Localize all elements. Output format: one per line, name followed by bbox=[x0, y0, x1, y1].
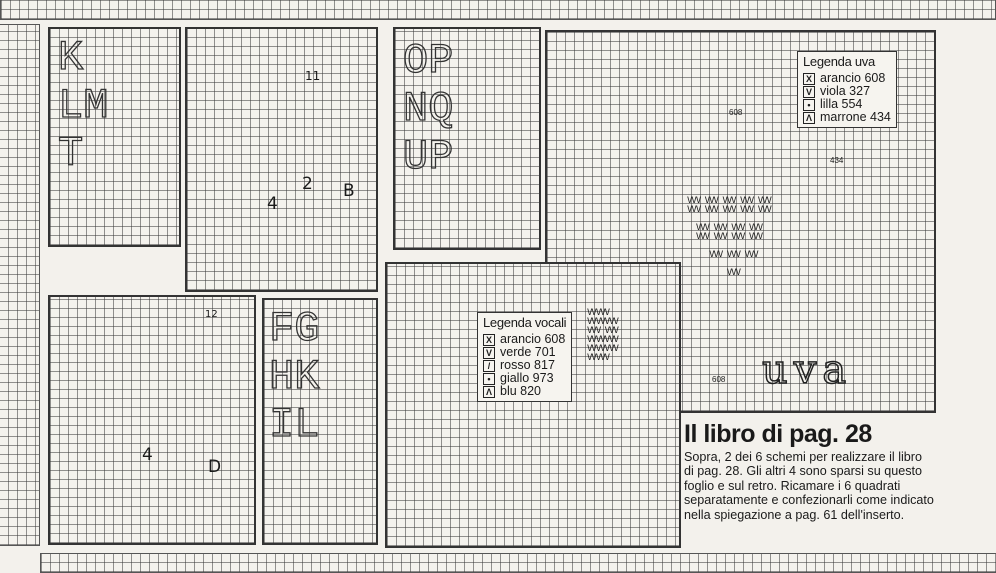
panel-b-label: B bbox=[343, 181, 355, 201]
left-strip-chart bbox=[0, 24, 40, 546]
uva-word: uva bbox=[761, 346, 853, 394]
dot-symbol-icon: • bbox=[803, 98, 815, 111]
slash-symbol-icon: / bbox=[483, 359, 495, 372]
caption-title: Il libro di pag. 28 bbox=[684, 420, 872, 448]
panel-d-label: D bbox=[208, 457, 222, 477]
top-strip-chart bbox=[0, 0, 996, 20]
legend-label: arancio 608 bbox=[820, 71, 886, 85]
v-symbol-icon: V bbox=[803, 85, 815, 98]
stitch-number: 11 bbox=[305, 69, 321, 83]
lambda-symbol-icon: Λ bbox=[483, 385, 495, 398]
caption: Il libro di pag. 28 Sopra, 2 dei 6 schem… bbox=[684, 420, 934, 523]
annotation-608: 608 bbox=[729, 108, 743, 117]
legend-label: rosso 817 bbox=[500, 358, 555, 372]
v-symbol-icon: V bbox=[483, 346, 495, 359]
annotation-434: 434 bbox=[830, 156, 844, 165]
stitch-number: 2 bbox=[302, 174, 313, 194]
legend-label: lilla 554 bbox=[820, 97, 863, 111]
bottom-strip-chart bbox=[40, 553, 996, 573]
legend-item: • lilla 554 bbox=[803, 98, 891, 111]
legend-label: marrone 434 bbox=[820, 110, 891, 124]
legend-label: giallo 973 bbox=[500, 371, 554, 385]
legend-item: / rosso 817 bbox=[483, 359, 566, 372]
stitch-number: 4 bbox=[142, 445, 153, 465]
legend-label: viola 327 bbox=[820, 84, 871, 98]
chart-panel-d: D 12 4 bbox=[48, 295, 256, 545]
dot-symbol-icon: • bbox=[483, 372, 495, 385]
legend-label: blu 820 bbox=[500, 384, 542, 398]
legend-item: • giallo 973 bbox=[483, 372, 566, 385]
legend-title: Legenda uva bbox=[803, 54, 875, 69]
legend-title: Legenda vocali bbox=[483, 315, 567, 330]
caption-body: Sopra, 2 dei 6 schemi per realizzare il … bbox=[684, 450, 934, 522]
cross-symbol-icon: X bbox=[483, 333, 495, 346]
legend-label: arancio 608 bbox=[500, 332, 566, 346]
chart-panel-b: B 11 2 4 bbox=[185, 27, 378, 292]
stitch-number: 12 bbox=[205, 309, 218, 320]
lambda-symbol-icon: Λ bbox=[803, 111, 815, 124]
stitch-number: 4 bbox=[267, 194, 278, 214]
annotation-608: 608 bbox=[712, 375, 726, 384]
cross-symbol-icon: X bbox=[803, 72, 815, 85]
legend-label: verde 701 bbox=[500, 345, 556, 359]
